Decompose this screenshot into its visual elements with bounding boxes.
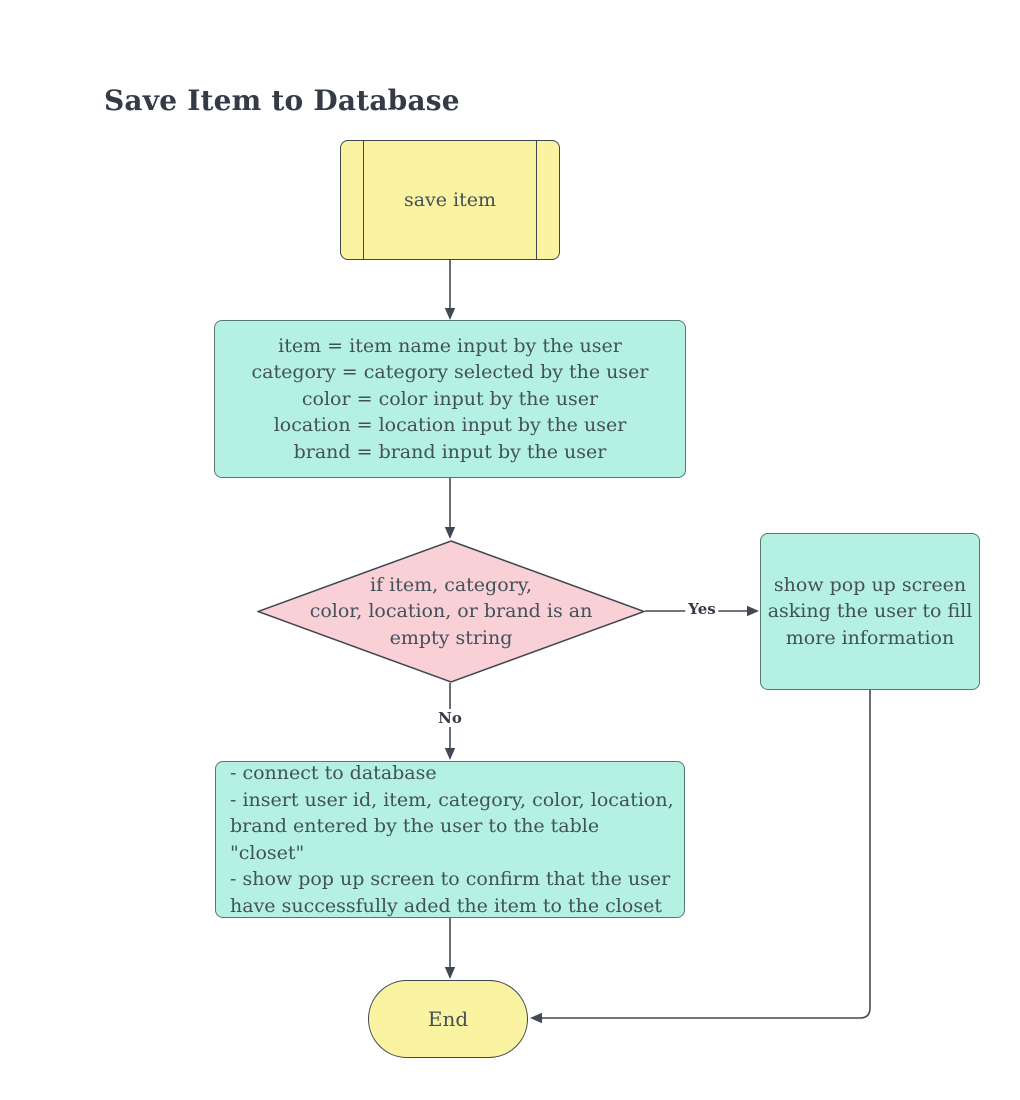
subroutine-left-bar [363, 141, 364, 259]
node-assign-variables[interactable]: item = item name input by the user categ… [214, 320, 686, 478]
arrow-assign-to-decision [444, 478, 456, 539]
node-save-item[interactable]: save item [340, 140, 560, 260]
arrowhead-right-icon [747, 605, 759, 617]
diagram-title: Save Item to Database [104, 84, 460, 117]
arrowhead-down-icon [444, 308, 456, 320]
arrowhead-down-icon [444, 967, 456, 979]
arrow-process-to-end [444, 918, 456, 979]
node-show-popup-fill-info-label: show pop up screen asking the user to fi… [767, 573, 973, 649]
arrow-start-to-assign [444, 259, 456, 320]
edge-label-no: No [435, 709, 465, 727]
decision-diamond-shape [257, 540, 645, 683]
arrowhead-left-icon [530, 1012, 542, 1024]
node-insert-database-label: - connect to database - insert user id, … [230, 762, 674, 917]
node-insert-database[interactable]: - connect to database - insert user id, … [215, 761, 685, 918]
node-show-popup-fill-info[interactable]: show pop up screen asking the user to fi… [760, 533, 980, 690]
arrow-yesbox-to-end [530, 690, 871, 1024]
arrowhead-down-icon [444, 527, 456, 539]
node-assign-variables-label: item = item name input by the user categ… [251, 334, 649, 463]
arrowhead-down-icon [444, 748, 456, 760]
node-end-label: End [427, 1006, 469, 1031]
node-decision-empty-string[interactable]: if item, category, color, location, or b… [257, 540, 645, 683]
node-save-item-label: save item [403, 188, 497, 211]
node-decision-label: if item, category, color, location, or b… [309, 573, 593, 649]
node-end[interactable]: End [368, 980, 528, 1058]
edge-label-yes: Yes [685, 600, 719, 618]
subroutine-right-bar [536, 141, 537, 259]
